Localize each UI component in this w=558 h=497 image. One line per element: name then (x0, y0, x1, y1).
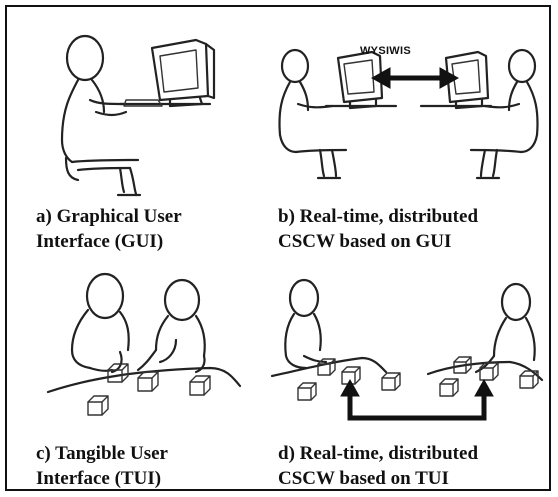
person-back (60, 78, 80, 164)
panel-d-illustration (270, 278, 544, 421)
caption-c-line1: c) Tangible User (36, 443, 168, 464)
tangible-table (46, 366, 242, 394)
caption-d: d) Real-time, distributed CSCW based on … (278, 441, 478, 491)
caption-d-line2: CSCW based on TUI (278, 468, 449, 489)
caption-b: b) Real-time, distributed CSCW based on … (278, 204, 478, 254)
panel-b-illustration (278, 48, 539, 180)
caption-b-line2: CSCW based on GUI (278, 231, 452, 252)
panel-c-illustration (46, 272, 242, 416)
keyboard (123, 99, 163, 107)
caption-a-line1: a) Graphical User (36, 206, 182, 227)
wysiwis-label: WYSIWIS (360, 45, 411, 57)
monitor (150, 38, 210, 102)
caption-d-line1: d) Real-time, distributed (278, 443, 479, 464)
person-head (65, 34, 105, 82)
panel-a-illustration (60, 34, 216, 197)
caption-c-line2: Interface (TUI) (36, 468, 162, 489)
caption-b-line1: b) Real-time, distributed (278, 206, 479, 227)
caption-a: a) Graphical User Interface (GUI) (36, 204, 182, 254)
caption-c: c) Tangible User Interface (TUI) (36, 441, 168, 491)
tui-link-arrow (347, 392, 487, 421)
caption-a-line2: Interface (GUI) (36, 231, 164, 252)
